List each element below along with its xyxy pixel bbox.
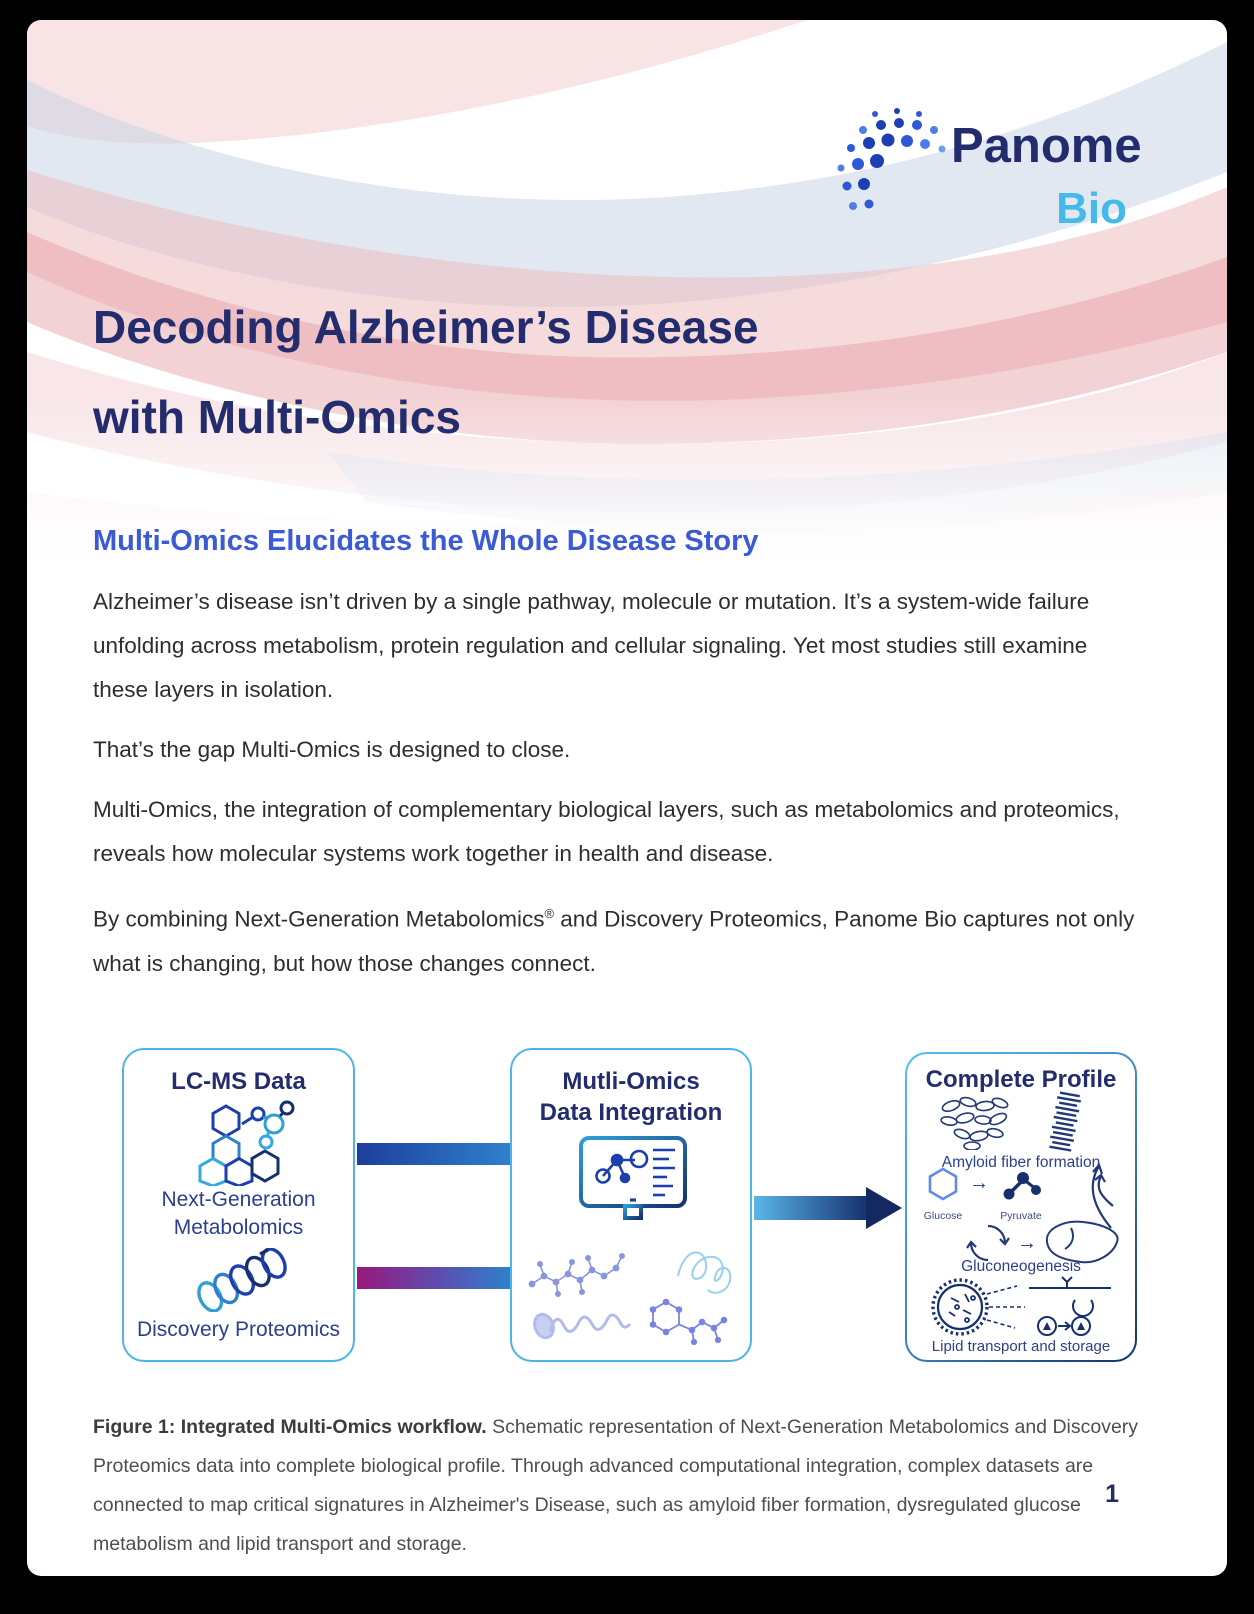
proteomics-label: Discovery Proteomics xyxy=(136,1318,341,1341)
pyruvate-molecule-icon xyxy=(1003,1172,1041,1200)
metabolomics-label: Next-Generation Metabolomics xyxy=(161,1188,316,1239)
figure-box-lcms: LC-MS Data Next-Generation Metabolomics xyxy=(122,1048,355,1362)
paragraph-3: Multi-Omics, the integration of compleme… xyxy=(93,797,1120,866)
integration-title-line2: Data Integration xyxy=(539,1099,723,1126)
profile-box-title: Complete Profile xyxy=(925,1066,1117,1093)
logo-brand-text: Panome xyxy=(951,119,1142,173)
feedback-arrows-icon xyxy=(1091,1162,1114,1229)
glucose-hexagon-icon xyxy=(928,1167,958,1201)
cycle-arrows-icon xyxy=(966,1224,1010,1262)
glucose-label: Glucose xyxy=(923,1210,963,1222)
figure-box-integration: Mutli-Omics Data Integration xyxy=(510,1048,752,1362)
molecule-doodle-icon xyxy=(528,1253,626,1297)
gluconeogenesis-label: Gluconeogenesis xyxy=(961,1258,1081,1275)
liver-icon xyxy=(1045,1220,1119,1264)
proteomics-helix-icon xyxy=(197,1248,287,1312)
lipoprotein-transport-icon xyxy=(931,1276,1111,1336)
amyloid-label: Amyloid fiber formation xyxy=(941,1154,1101,1171)
caption-text: Schematic representation of Next-Generat… xyxy=(93,1415,1139,1555)
document-page: Panome Bio Decoding Alzheimer’s Disease … xyxy=(27,20,1227,1576)
metabolomics-molecule-icon xyxy=(198,1100,295,1186)
paragraph-4-text: By combining Next-Generation Metabolomic… xyxy=(93,906,545,932)
integration-title-line1: Mutli-Omics xyxy=(562,1068,700,1095)
integration-box-title: Mutli-Omics Data Integration xyxy=(512,1066,750,1128)
flow-arrow xyxy=(754,1196,868,1220)
document-title: Decoding Alzheimer’s Disease with Multi-… xyxy=(93,282,759,462)
monitor-analysis-icon xyxy=(579,1136,687,1233)
title-line-1: Decoding Alzheimer’s Disease xyxy=(93,301,759,353)
lipid-label: Lipid transport and storage xyxy=(931,1338,1111,1355)
pyruvate-label: Pyruvate xyxy=(1000,1210,1042,1222)
lcms-box-title: LC-MS Data xyxy=(171,1068,306,1095)
title-line-2: with Multi-Omics xyxy=(93,391,461,443)
figure-box-profile: Complete Profile xyxy=(905,1052,1137,1362)
amyloid-cluster-icon xyxy=(940,1096,1009,1150)
connector-bar-bottom xyxy=(357,1267,510,1289)
profile-box-inner: Complete Profile xyxy=(907,1054,1135,1360)
logo-dots-icon xyxy=(837,108,946,210)
reaction-arrow-icon: → xyxy=(969,1172,989,1194)
flow-arrow-head xyxy=(866,1187,902,1229)
section-heading: Multi-Omics Elucidates the Whole Disease… xyxy=(93,525,759,557)
paragraph-1: Alzheimer’s disease isn’t driven by a si… xyxy=(93,589,1090,702)
body-copy: Alzheimer’s disease isn’t driven by a si… xyxy=(93,580,1141,1002)
paragraph-4: By combining Next-Generation Metabolomic… xyxy=(93,892,1141,986)
logo-bio-text: Bio xyxy=(1056,184,1127,233)
connector-bar-top xyxy=(357,1143,510,1165)
paragraph-4-continued: and Discovery Proteomics, Panome Bio cap… xyxy=(93,906,1135,976)
registered-trademark-symbol: ® xyxy=(544,906,555,921)
hexagon-molecule-doodle-icon xyxy=(649,1298,728,1346)
paragraph-2: That’s the gap Multi-Omics is designed t… xyxy=(93,737,571,762)
panome-bio-logo: Panome Bio xyxy=(827,92,1142,262)
amyloid-fiber-icon xyxy=(1049,1091,1082,1152)
coil-doodle-icon xyxy=(533,1312,632,1340)
figure-caption: Figure 1: Integrated Multi-Omics workflo… xyxy=(93,1408,1141,1564)
wave-fade-overlay xyxy=(27,400,1227,590)
cycle-to-liver-arrow-icon: → xyxy=(1017,1232,1037,1254)
page-number: 1 xyxy=(1105,1480,1119,1508)
protein-ribbon-doodle-icon xyxy=(677,1251,732,1294)
caption-lead: Figure 1: Integrated Multi-Omics workflo… xyxy=(93,1415,487,1438)
